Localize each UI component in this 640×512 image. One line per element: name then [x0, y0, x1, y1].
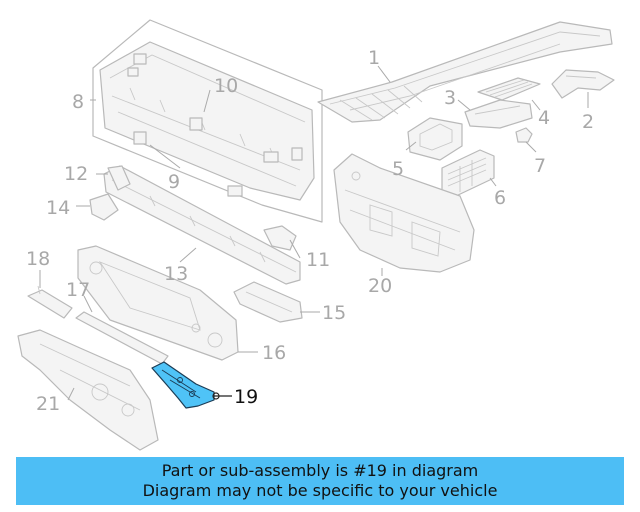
- part-7-clip: [515, 127, 533, 143]
- part-14-bracket: [89, 193, 119, 221]
- part-12-bracket: [107, 165, 131, 191]
- part-17-strip: [75, 311, 169, 365]
- part-3-vent: [464, 99, 533, 129]
- callout-4: 4: [538, 107, 550, 129]
- part-21-insulator: [17, 329, 159, 451]
- part-15-bracket: [233, 281, 303, 323]
- callout-19: 19: [234, 386, 258, 408]
- part-4-grille: [477, 77, 541, 101]
- part-11-clip: [263, 225, 297, 251]
- callout-20: 20: [368, 275, 392, 297]
- callout-18: 18: [26, 248, 50, 270]
- part-1-cowl-top: [317, 21, 613, 123]
- part-19-highlighted: [151, 361, 215, 409]
- callout-3: 3: [444, 87, 456, 109]
- callout-11: 11: [306, 249, 330, 271]
- callout-14: 14: [46, 197, 70, 219]
- callout-9: 9: [168, 171, 180, 193]
- banner-line-2: Diagram may not be specific to your vehi…: [142, 481, 498, 500]
- part-18-bracket: [27, 285, 73, 319]
- part-5-duct: [407, 117, 463, 161]
- callout-8: 8: [72, 91, 84, 113]
- callout-16: 16: [262, 342, 286, 364]
- callout-labels: 1 2 3 4 5 6 7 8 9 10 11 12 13 14 15 16 1…: [26, 47, 594, 415]
- part-6-grille: [441, 149, 495, 197]
- banner-line-1: Part or sub-assembly is #19 in diagram: [161, 461, 479, 480]
- callout-13: 13: [164, 263, 188, 285]
- callout-12: 12: [64, 163, 88, 185]
- leader-lines: [39, 65, 589, 401]
- callout-7: 7: [534, 155, 546, 177]
- info-banner: Part or sub-assembly is #19 in diagram D…: [16, 457, 624, 505]
- callout-6: 6: [494, 187, 506, 209]
- callout-21: 21: [36, 393, 60, 415]
- callout-17: 17: [66, 279, 90, 301]
- part-8-cowl-panel-group: [92, 19, 323, 223]
- callout-5: 5: [392, 158, 404, 180]
- callout-2: 2: [582, 111, 594, 133]
- part-16-support: [77, 245, 239, 361]
- callout-10: 10: [214, 75, 238, 97]
- callout-1: 1: [368, 47, 380, 69]
- part-20-dash-panel: [333, 153, 475, 273]
- part-2-bracket: [551, 69, 615, 99]
- callout-15: 15: [322, 302, 346, 324]
- parts-diagram: 1 2 3 4 5 6 7 8 9 10 11 12 13 14 15 16 1…: [17, 19, 615, 451]
